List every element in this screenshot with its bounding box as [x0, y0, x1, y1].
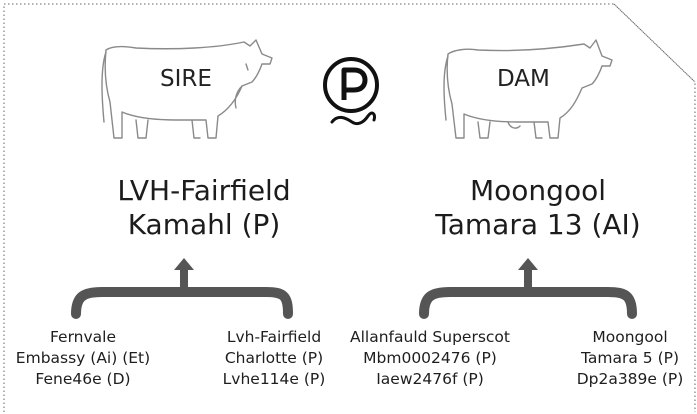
sire-bracket-arrow	[71, 258, 293, 319]
sire-label: SIRE	[160, 66, 212, 92]
sire-name-line2: Kamahl (P)	[127, 208, 281, 241]
dam-name-line2: Tamara 13 (AI)	[435, 208, 641, 241]
sire-grandsire-line1: Fernvale	[49, 328, 117, 346]
dam-name-line1: Moongool	[470, 174, 606, 207]
dam-name: Moongool Tamara 13 (AI)	[418, 174, 658, 242]
sire-granddam-line2: Charlotte (P)	[224, 349, 324, 367]
dam-granddam-line3: Dp2a389e (P)	[576, 370, 684, 388]
dam-label: DAM	[497, 66, 550, 92]
dam-granddam: Moongool Tamara 5 (P) Dp2a389e (P)	[568, 327, 692, 390]
dam-bracket-arrow	[419, 258, 637, 319]
sire-granddam-line1: Lvh-Fairfield	[226, 328, 322, 346]
dam-granddam-line1: Moongool	[592, 328, 668, 346]
sire-grandsire-line3: Fene46e (D)	[35, 370, 131, 388]
dam-grandsire-line1: Allanfauld Superscot	[350, 328, 510, 346]
dam-grandsire-line2: Mbm0002476 (P)	[363, 349, 497, 367]
dam-grandsire-line3: Iaew2476f (P)	[376, 370, 484, 388]
sire-grandsire-line2: Embassy (Ai) (Et)	[15, 349, 151, 367]
sire-cow-icon	[101, 39, 273, 139]
sire-grandsire: Fernvale Embassy (Ai) (Et) Fene46e (D)	[8, 327, 158, 390]
polled-icon	[323, 57, 379, 126]
sire-granddam: Lvh-Fairfield Charlotte (P) Lvhe114e (P)	[214, 327, 334, 390]
sire-name-line1: LVH-Fairfield	[117, 174, 291, 207]
dam-grandsire: Allanfauld Superscot Mbm0002476 (P) Iaew…	[340, 327, 520, 390]
sire-granddam-line3: Lvhe114e (P)	[222, 370, 326, 388]
sire-name: LVH-Fairfield Kamahl (P)	[84, 174, 324, 242]
dam-granddam-line2: Tamara 5 (P)	[580, 349, 680, 367]
dam-cow-icon	[443, 39, 613, 139]
